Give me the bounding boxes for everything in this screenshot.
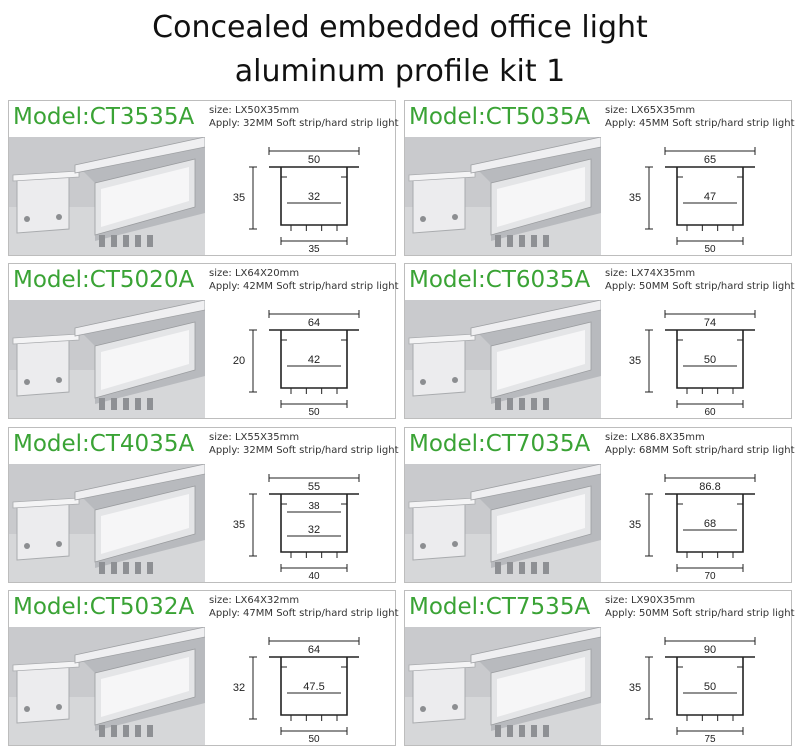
- profile-outline: [269, 493, 359, 553]
- profile-cross-section: 86.8 68 70 35: [629, 474, 756, 582]
- apply-spec: Apply: 32MM Soft strip/hard strip light: [209, 445, 399, 456]
- dim-top-label: 74: [704, 317, 716, 329]
- dim-top-label: 64: [308, 644, 320, 656]
- profile-outline: [269, 656, 359, 716]
- dim-height-label: 35: [629, 355, 641, 367]
- page-title-line-1: Concealed embedded office light: [152, 10, 648, 45]
- product-photo: [405, 464, 601, 582]
- dim-inner-label: 47: [704, 191, 716, 203]
- model-name: Model:CT5020A: [13, 267, 195, 293]
- product-card-ct7035a: Model:CT7035A size: LX86.8X35mm Apply: 6…: [404, 427, 795, 583]
- profile-cross-section: 64 47.5 50 32: [233, 637, 360, 745]
- profile-cross-section: 55 38 32 40 35: [233, 474, 360, 582]
- product-card-ct7535a: Model:CT7535A size: LX90X35mm Apply: 50M…: [404, 590, 795, 746]
- product-card-ct3535a: Model:CT3535A size: LX50X35mm Apply: 32M…: [8, 100, 399, 256]
- size-spec: size: LX86.8X35mm: [605, 432, 705, 443]
- dim-height-label: 35: [233, 519, 245, 531]
- dim-inner-label: 47.5: [303, 681, 324, 693]
- product-photo: [405, 627, 601, 745]
- product-card-ct5035a: Model:CT5035A size: LX65X35mm Apply: 45M…: [404, 100, 795, 256]
- dim-height-label: 35: [629, 682, 641, 694]
- apply-spec: Apply: 32MM Soft strip/hard strip light: [209, 118, 399, 129]
- dim-inner-label: 42: [308, 354, 320, 366]
- dim-top-label: 64: [308, 317, 320, 329]
- dim-inner-label: 32: [308, 524, 320, 536]
- dim-top-label: 55: [308, 481, 320, 493]
- size-spec: size: LX55X35mm: [209, 432, 300, 443]
- dimension-drawing: 74 50 60 35: [605, 300, 791, 418]
- dimension-drawing: 90 50 75 35: [605, 627, 791, 745]
- dim-top-label: 65: [704, 154, 716, 166]
- product-card-ct4035a: Model:CT4035A size: LX55X35mm Apply: 32M…: [8, 427, 399, 583]
- dim-inner-label: 50: [704, 354, 716, 366]
- model-name: Model:CT5035A: [409, 104, 591, 130]
- size-spec: size: LX64X32mm: [209, 595, 300, 606]
- size-spec: size: LX65X35mm: [605, 105, 696, 116]
- model-name: Model:CT7035A: [409, 431, 591, 457]
- dim-height-label: 35: [233, 192, 245, 204]
- apply-spec: Apply: 47MM Soft strip/hard strip light: [209, 608, 399, 619]
- profile-outline: [665, 329, 755, 389]
- profile-cross-section: 65 47 50 35: [629, 147, 756, 255]
- dim-inner-label: 68: [704, 518, 716, 530]
- dim-bottom-label: 50: [308, 407, 320, 418]
- apply-spec: Apply: 45MM Soft strip/hard strip light: [605, 118, 795, 129]
- size-spec: size: LX50X35mm: [209, 105, 300, 116]
- profile-cross-section: 74 50 60 35: [629, 310, 756, 418]
- profile-outline: [665, 166, 755, 226]
- profile-cross-section: 50 32 35 35: [233, 147, 360, 255]
- dimension-drawing: 86.8 68 70 35: [605, 464, 791, 582]
- dim-bottom-label: 50: [308, 734, 320, 745]
- product-card-ct5020a: Model:CT5020A size: LX64X20mm Apply: 42M…: [8, 263, 399, 419]
- model-name: Model:CT7535A: [409, 594, 591, 620]
- dim-mid-label: 38: [308, 501, 320, 512]
- dim-height-label: 32: [233, 682, 245, 694]
- product-photo: [9, 300, 205, 418]
- size-spec: size: LX74X35mm: [605, 268, 696, 279]
- product-photo: [9, 627, 205, 745]
- product-photo: [9, 137, 205, 255]
- profile-outline: [269, 329, 359, 389]
- apply-spec: Apply: 68MM Soft strip/hard strip light: [605, 445, 795, 456]
- dim-bottom-label: 40: [308, 571, 320, 582]
- model-name: Model:CT4035A: [13, 431, 195, 457]
- dimension-drawing: 64 47.5 50 32: [209, 627, 395, 745]
- apply-spec: Apply: 50MM Soft strip/hard strip light: [605, 608, 795, 619]
- profile-outline: [665, 493, 755, 553]
- product-photo: [405, 137, 601, 255]
- dim-height-label: 35: [629, 519, 641, 531]
- profile-outline: [269, 166, 359, 226]
- dim-bottom-label: 50: [704, 244, 716, 255]
- profile-outline: [665, 656, 755, 716]
- dim-bottom-label: 35: [308, 244, 320, 255]
- dim-bottom-label: 60: [704, 407, 716, 418]
- product-photo: [405, 300, 601, 418]
- size-spec: size: LX64X20mm: [209, 268, 300, 279]
- product-photo: [9, 464, 205, 582]
- dim-height-label: 20: [233, 355, 245, 367]
- product-card-ct5032a: Model:CT5032A size: LX64X32mm Apply: 47M…: [8, 590, 399, 746]
- profile-cross-section: 90 50 75 35: [629, 637, 756, 745]
- apply-spec: Apply: 50MM Soft strip/hard strip light: [605, 281, 795, 292]
- dim-top-label: 90: [704, 644, 716, 656]
- size-spec: size: LX90X35mm: [605, 595, 696, 606]
- dimension-drawing: 50 32 35 35: [209, 137, 395, 255]
- product-card-ct6035a: Model:CT6035A size: LX74X35mm Apply: 50M…: [404, 263, 795, 419]
- dim-top-label: 50: [308, 154, 320, 166]
- apply-spec: Apply: 42MM Soft strip/hard strip light: [209, 281, 399, 292]
- profile-cross-section: 64 42 50 20: [233, 310, 360, 418]
- model-name: Model:CT5032A: [13, 594, 195, 620]
- model-name: Model:CT6035A: [409, 267, 591, 293]
- dimension-drawing: 64 42 50 20: [209, 300, 395, 418]
- dim-top-label: 86.8: [699, 481, 720, 493]
- dimension-drawing: 65 47 50 35: [605, 137, 791, 255]
- dim-bottom-label: 75: [704, 734, 716, 745]
- model-name: Model:CT3535A: [13, 104, 195, 130]
- page-title-line-2: aluminum profile kit 1: [234, 54, 566, 89]
- dim-height-label: 35: [629, 192, 641, 204]
- dim-bottom-label: 70: [704, 571, 716, 582]
- dimension-drawing: 55 38 32 40 35: [209, 464, 395, 582]
- dim-inner-label: 50: [704, 681, 716, 693]
- dim-inner-label: 32: [308, 191, 320, 203]
